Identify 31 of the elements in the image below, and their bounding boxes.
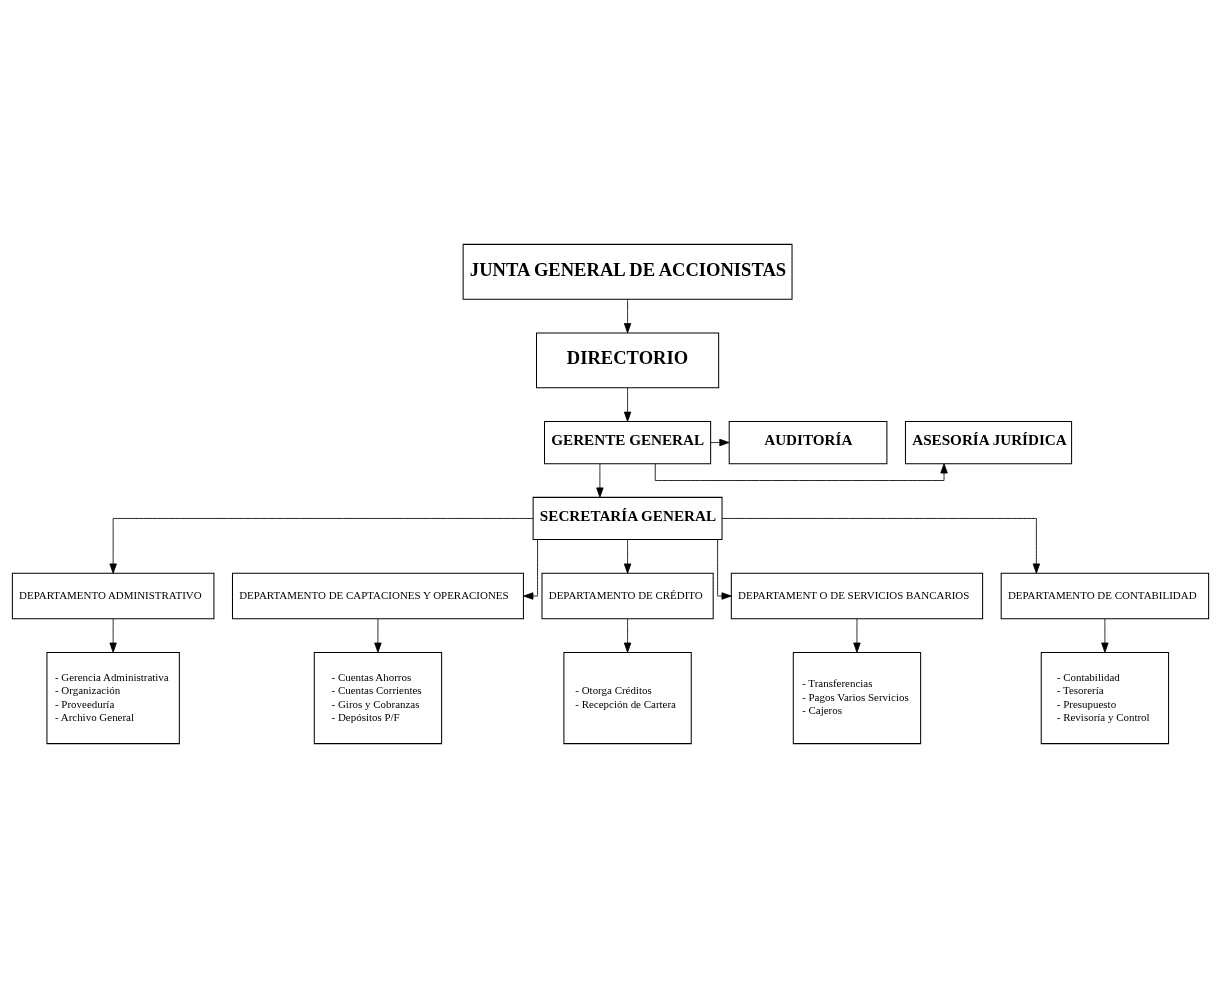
arrow — [710, 438, 730, 447]
node-box: DEPARTAMENTO ADMINISTRATIVO — [11, 572, 215, 620]
arrow — [109, 618, 117, 653]
arrow — [721, 518, 1041, 574]
node-box: - Contabilidad - Tesorería - Presupuesto - Revisoría y Control — [1040, 652, 1170, 745]
node-box: DEPARTAMENTO DE CONTABILIDAD — [1000, 572, 1210, 620]
node-box: - Cuentas Ahorros - Cuentas Corrientes - Giros y Cobranzas - Depósitos P/F — [313, 652, 443, 745]
node-box: DEPARTAMENTO DE CRÉDITO — [541, 572, 714, 620]
arrow — [109, 518, 534, 574]
arrow — [623, 539, 632, 574]
node-box: JUNTA GENERAL DE ACCIONISTAS — [462, 243, 793, 300]
arrow — [623, 618, 632, 653]
node-box: SECRETARÍA GENERAL — [532, 496, 723, 541]
node-box: DEPARTAMENT O DE SERVICIOS BANCARIOS — [730, 572, 984, 620]
arrow — [853, 618, 861, 653]
arrow — [654, 463, 948, 481]
arrow — [596, 463, 604, 498]
arrow — [717, 539, 732, 600]
node-box: - Gerencia Administrativa - Organización - Proveeduría - Archivo General — [46, 652, 180, 745]
arrow — [374, 618, 382, 653]
node-box: GERENTE GENERAL — [544, 420, 712, 465]
node-box: DIRECTORIO — [536, 332, 720, 389]
arrow — [1101, 618, 1109, 653]
node-box: ASESORÍA JURÍDICA — [904, 420, 1073, 465]
node-box: - Transferencias - Pagos Varios Servicios - Cajeros — [792, 652, 922, 745]
arrow — [523, 539, 538, 600]
arrow — [623, 387, 632, 422]
arrow — [623, 298, 632, 334]
node-box: - Otorga Créditos - Recepción de Cartera — [563, 652, 692, 745]
node-box: DEPARTAMENTO DE CAPTACIONES Y OPERACIONES — [231, 572, 524, 620]
node-box: AUDITORÍA — [728, 420, 888, 465]
